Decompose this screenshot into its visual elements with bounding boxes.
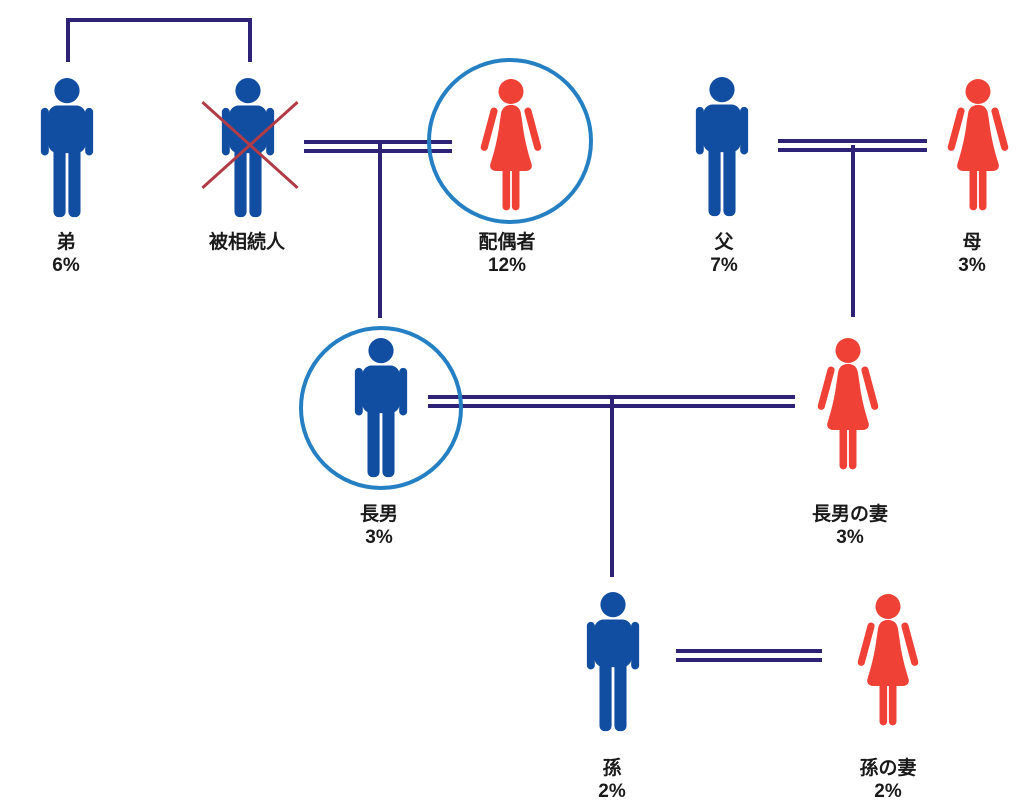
person-name: 配偶者 [478,232,536,253]
person-name: 長男 [359,504,398,525]
descent-line-to-eldest-son [378,142,382,318]
person-name: 母 [962,232,982,253]
sibling-bracket-right-line [248,18,252,62]
person-name: 被相続人 [208,232,285,253]
descent-line-to-grandson [610,399,614,577]
person-share: 3% [836,527,864,548]
person-label-younger-brother: 弟 6% [6,231,126,277]
person-share: 3% [958,255,986,276]
person-name: 孫の妻 [859,758,917,779]
female-person-icon [944,79,1012,213]
person-share: 7% [710,255,738,276]
descent-line-to-eldest-sons-wife [851,145,855,317]
person-share: 6% [52,255,80,276]
male-person-icon [694,77,750,217]
marriage-line-grandson-wife [676,649,822,662]
person-name: 長男の妻 [811,504,888,525]
person-label-eldest-sons-wife: 長男の妻 3% [790,503,910,549]
female-person-icon [854,594,922,728]
highlight-circle-spouse [427,58,593,224]
person-label-mother: 母 3% [912,231,1024,277]
person-name: 弟 [56,232,76,253]
person-name: 孫 [602,758,622,779]
highlight-circle-eldest-son [299,326,463,490]
person-label-eldest-son: 長男 3% [319,503,439,549]
male-person-icon [39,78,95,218]
sibling-bracket-top-line [66,18,252,22]
female-person-icon [477,79,545,213]
person-name: 父 [714,232,734,253]
person-label-decedent: 被相続人 [187,231,307,254]
person-share: 12% [487,255,527,276]
female-person-icon [814,338,882,472]
sibling-bracket-left-line [66,18,70,62]
person-label-grandson: 孫 2% [552,757,672,803]
deceased-cross-icon [200,101,299,189]
male-person-icon [585,592,641,732]
person-label-spouse: 配偶者 12% [447,231,567,277]
person-share: 2% [874,781,902,802]
person-label-father: 父 7% [664,231,784,277]
male-person-icon [353,338,409,478]
person-share: 2% [598,781,626,802]
person-share: 3% [365,527,393,548]
person-label-grandsons-wife: 孫の妻 2% [828,757,948,803]
